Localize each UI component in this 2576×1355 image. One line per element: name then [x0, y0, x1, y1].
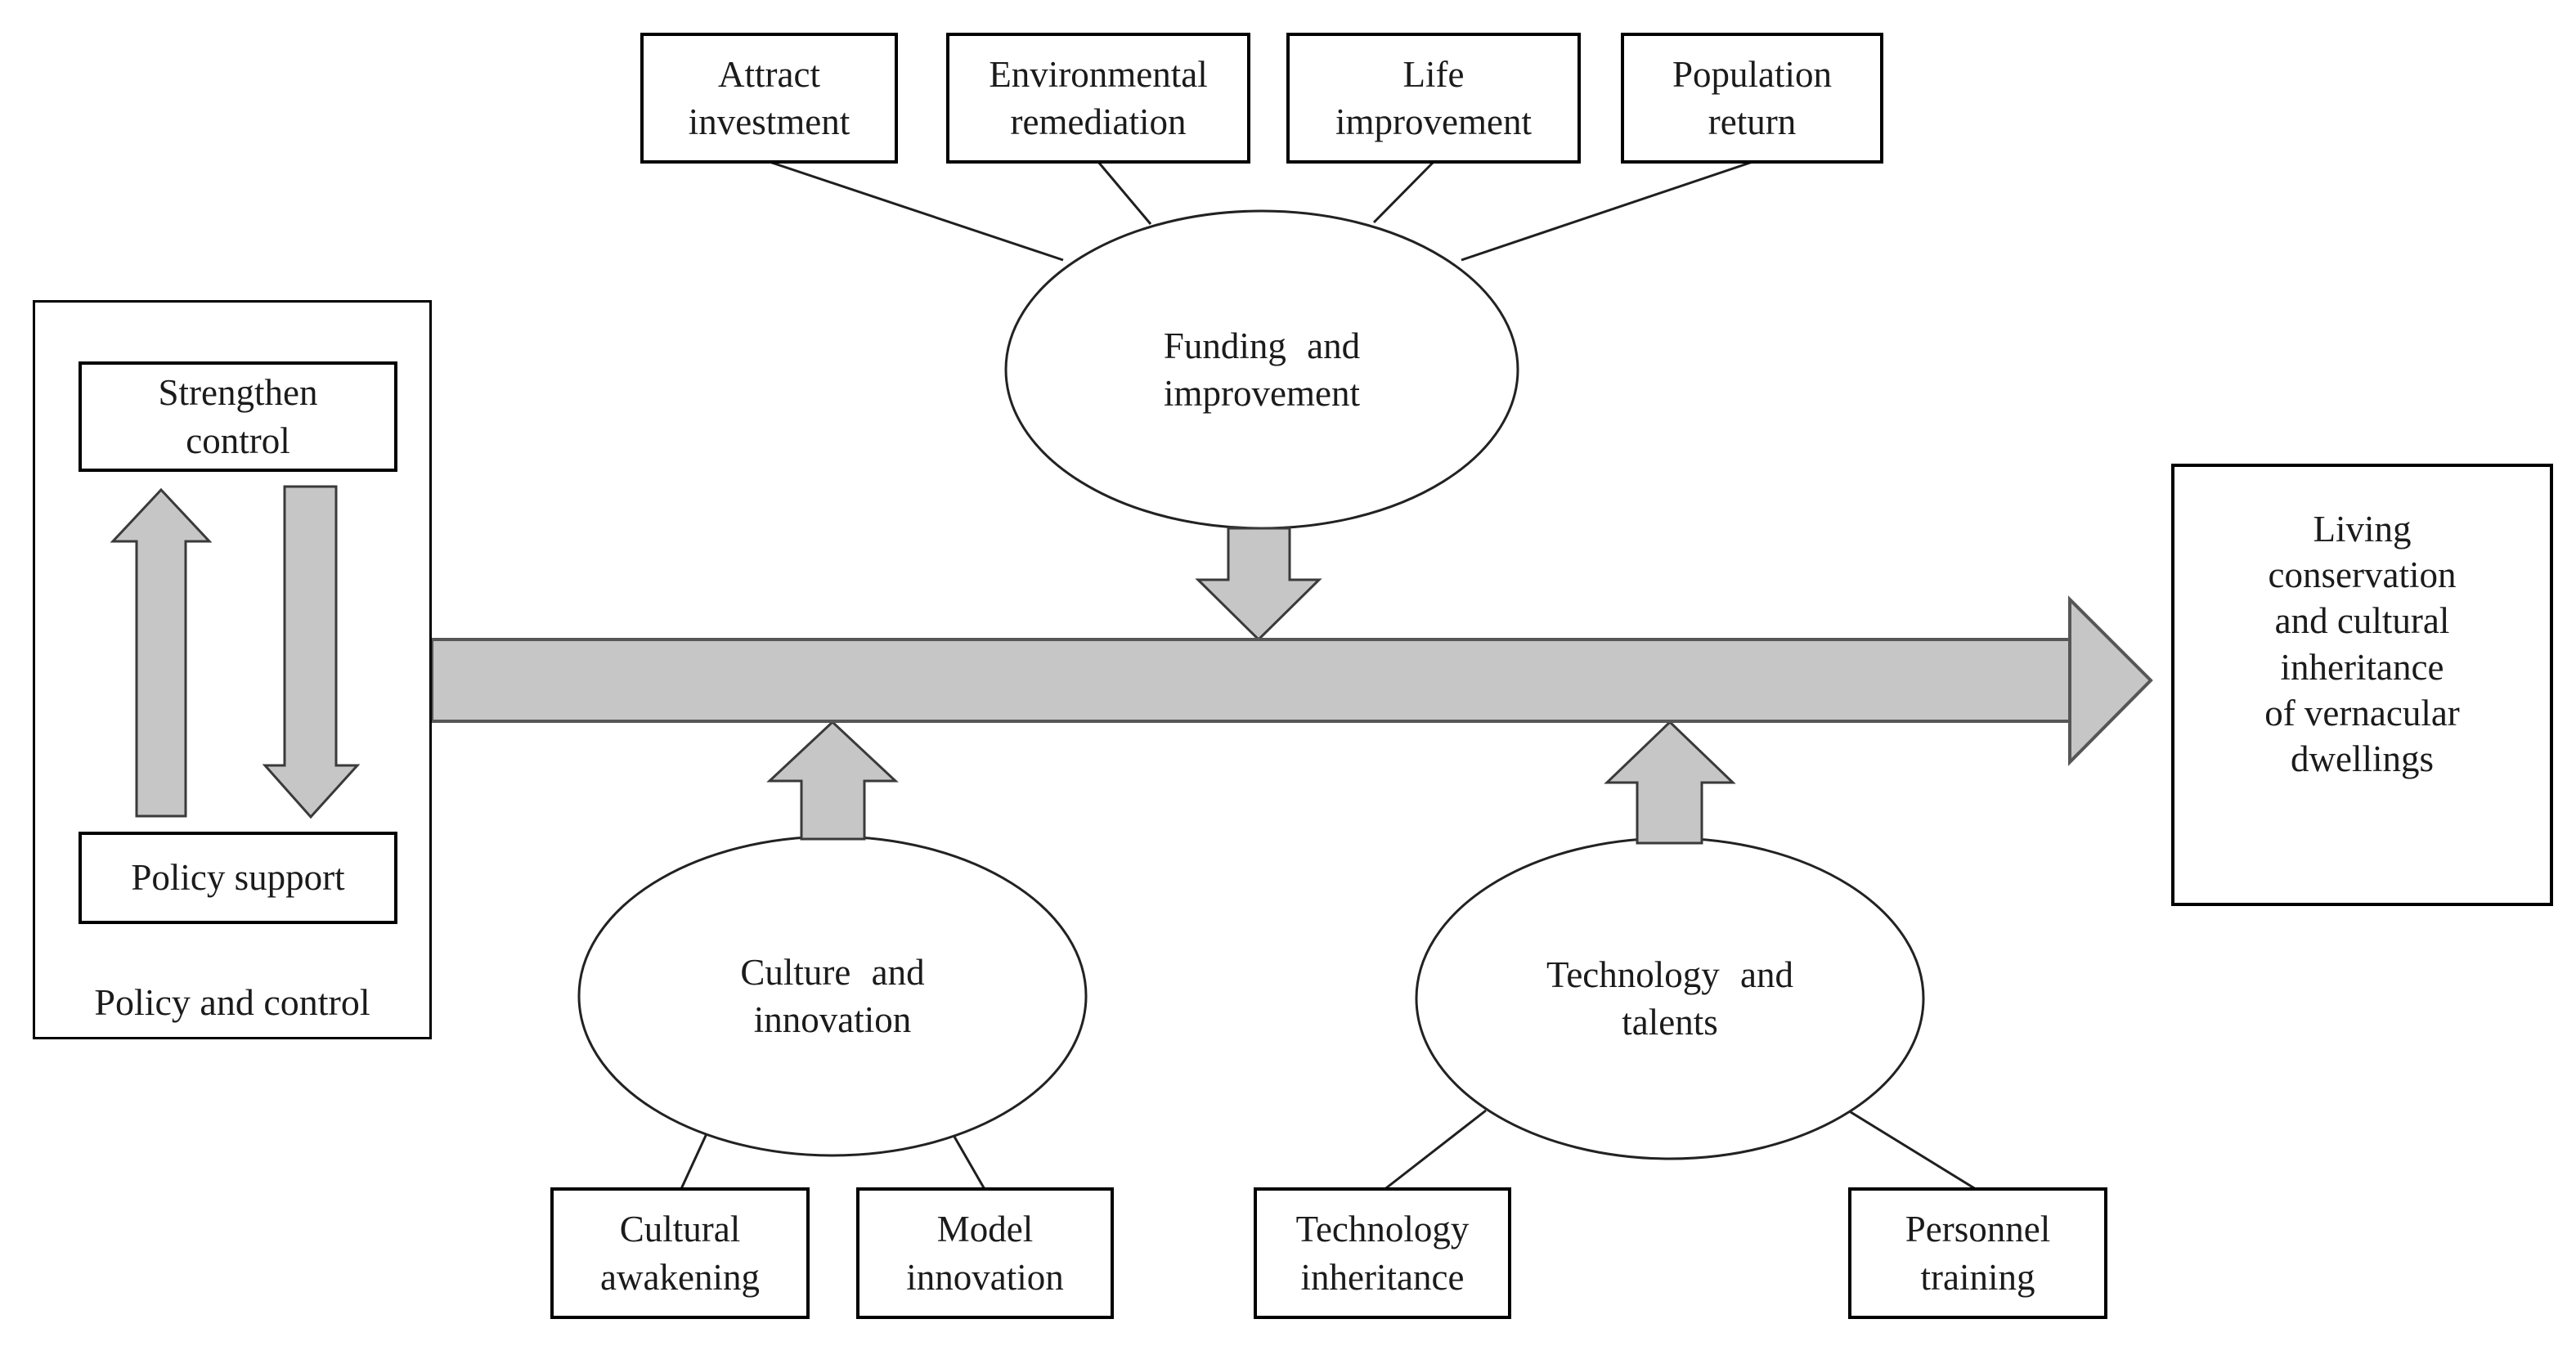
connector-life-funding [1372, 160, 1435, 224]
technology-up-arrow [1604, 720, 1736, 845]
box-strengthen-control: Strengthen control [79, 361, 397, 472]
connector-environmental-funding [1097, 161, 1152, 225]
connector-technology-inheritance [1382, 1109, 1487, 1192]
box-population-return: Population return [1621, 33, 1883, 164]
policy-down-arrow [262, 485, 361, 819]
main-flow-bar [430, 638, 2071, 723]
box-environmental-remediation: Environmental remediation [946, 33, 1250, 164]
funding-down-arrow [1195, 527, 1322, 642]
box-life-improvement: Life improvement [1286, 33, 1581, 164]
box-cultural-awakening: Cultural awakening [550, 1187, 810, 1319]
policy-group-caption: Policy and control [94, 981, 370, 1023]
technology-ellipse-label: Technology and talents [1546, 953, 1794, 1043]
connector-technology-training [1843, 1106, 1979, 1192]
culture-up-arrow [766, 720, 899, 841]
policy-group-box [33, 300, 432, 1039]
box-attract-investment: Attract investment [640, 33, 898, 164]
culture-ellipse-label: Culture and innovation [740, 951, 925, 1041]
funding-ellipse-label: Funding and improvement [1163, 325, 1361, 415]
box-personnel-training: Personnel training [1848, 1187, 2107, 1319]
connector-culture-awakening [679, 1128, 711, 1191]
connector-culture-model [953, 1136, 987, 1191]
box-policy-support: Policy support [79, 832, 397, 924]
box-technology-inheritance: Technology inheritance [1254, 1187, 1511, 1319]
box-model-innovation: Model innovation [856, 1187, 1114, 1319]
connector-population-funding [1461, 160, 1753, 262]
main-flow-arrowhead [2068, 595, 2153, 766]
box-outcome: Living conservation and cultural inherit… [2171, 464, 2553, 906]
policy-up-arrow [110, 487, 213, 818]
connector-attract-funding [769, 160, 1064, 262]
